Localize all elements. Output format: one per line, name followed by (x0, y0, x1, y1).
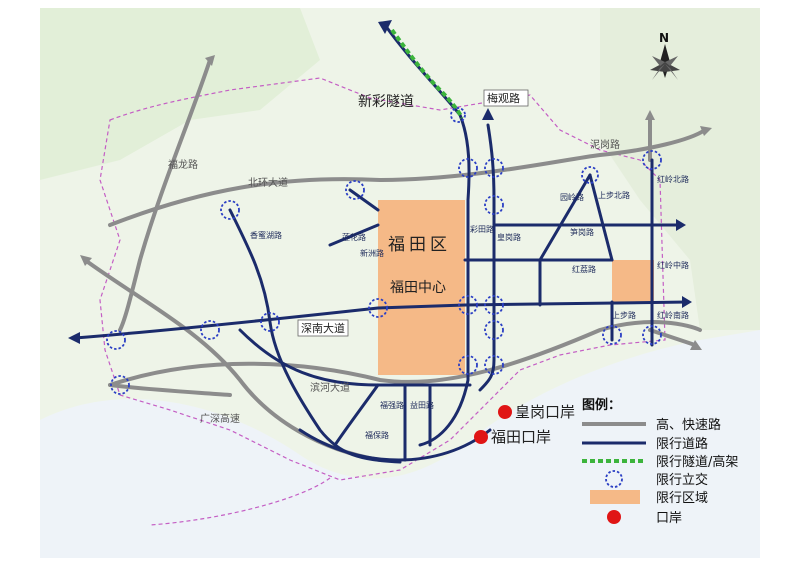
legend-label-tunnel: 限行隧道/高架 (656, 454, 738, 470)
road-label-guangshen: 广深高速 (200, 412, 240, 425)
road-label-sunxin: 笋岗路 (570, 227, 594, 237)
road-label-yitian: 益田路 (410, 400, 434, 410)
road-label-hongling-north: 红岭北路 (657, 174, 689, 184)
legend-title: 图例： (582, 397, 621, 413)
road-label-nigang: 泥岗路 (590, 138, 620, 151)
road-label-caitian: 彩田路 (470, 224, 494, 234)
road-label-lianhua: 莲花路 (342, 232, 366, 242)
legend-label-interchange: 限行立交 (656, 472, 708, 488)
road-label-yuanling: 园岭路 (560, 192, 584, 202)
road-label-shangbu: 上步路 (612, 310, 636, 320)
port-label-futian: 福田口岸 (491, 428, 551, 446)
road-label-beihuan: 北环大道 (248, 176, 288, 189)
xincai-tunnel-line (390, 28, 464, 119)
district-label: 福田区 (388, 235, 451, 255)
port-label-huanggang: 皇岗口岸 (515, 403, 575, 421)
legend-label-restricted-road: 限行道路 (656, 436, 708, 452)
road-label-meiguan: 梅观路 (487, 91, 520, 105)
bay-water (40, 330, 760, 558)
road-label-fubao: 福保路 (365, 430, 389, 440)
expressway-arrows (80, 55, 712, 350)
road-label-hongli: 红荔路 (572, 264, 596, 274)
road-label-box-shennan (297, 319, 349, 337)
legend-swatch-port (607, 510, 621, 524)
road-label-fuqiang: 福强路 (380, 400, 404, 410)
restricted-zone-futian (378, 200, 465, 375)
land-patch (600, 8, 760, 330)
district-boundary-south (149, 477, 331, 526)
road-label-hongling-south: 红岭南路 (657, 310, 689, 320)
legend: 图例： 高、快速路 限行道路 限行隧道/高架 限行立交 限行区域 口岸 (582, 397, 738, 526)
legend-swatch-interchange (605, 470, 623, 488)
road-label-fulong: 福龙路 (168, 158, 198, 171)
compass-icon (650, 44, 680, 80)
road-label-box-meiguan (483, 89, 529, 107)
road-label-shangbu-north: 上步北路 (598, 190, 630, 200)
legend-label-port: 口岸 (656, 511, 682, 526)
port-marker-futian (474, 430, 488, 444)
road-label-xinzhou: 新洲路 (360, 248, 384, 258)
road-label-shennan: 深南大道 (301, 321, 345, 335)
legend-swatch-zone (590, 490, 640, 504)
compass-north-label: N (659, 31, 669, 45)
restricted-zone-east (612, 260, 654, 302)
road-label-binhe: 滨河大道 (310, 381, 350, 394)
legend-label-expressway: 高、快速路 (656, 417, 721, 433)
road-label-xiangmi: 香蜜湖路 (250, 230, 282, 240)
road-label-huanggang: 皇岗路 (497, 232, 521, 242)
restricted-road-arrows (68, 20, 692, 344)
land-patch (40, 8, 320, 180)
restricted-interchanges (106, 107, 662, 395)
district-boundary (99, 77, 666, 481)
road-label-hongling-mid: 红岭中路 (657, 260, 689, 270)
road-label-xincai-tunnel: 新彩隧道 (358, 94, 414, 110)
legend-label-zone: 限行区域 (656, 491, 708, 506)
center-label: 福田中心 (390, 280, 446, 296)
port-marker-huanggang (498, 405, 512, 419)
